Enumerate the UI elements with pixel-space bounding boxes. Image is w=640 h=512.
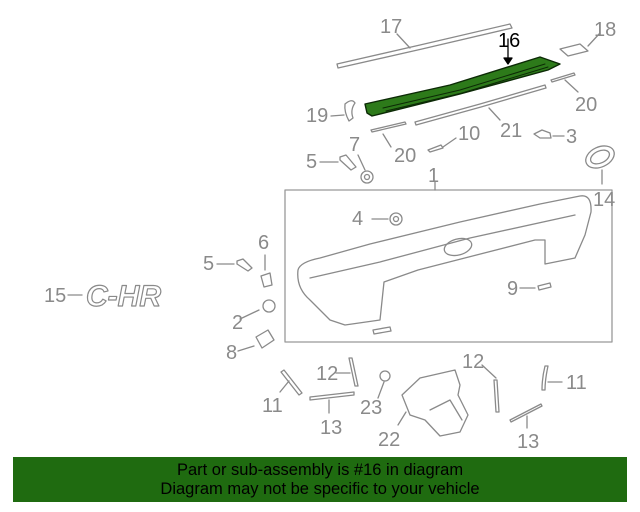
part-11-strip-left[interactable] (279, 369, 303, 396)
part-2-fastener[interactable] (239, 299, 276, 320)
part-7-nut[interactable] (357, 154, 374, 184)
part-15-chr-badge[interactable]: C-HR (67, 279, 162, 314)
callout-17[interactable]: 17 (380, 16, 403, 38)
part-4-nut[interactable] (371, 212, 403, 226)
part-14-emblem[interactable] (582, 142, 618, 185)
callout-23[interactable]: 23 (360, 397, 383, 419)
parts-diagram-drawing: C-HR (67, 23, 618, 437)
part-18-end-cap[interactable] (559, 32, 601, 57)
part-5-bolt-lower[interactable] (216, 258, 253, 272)
part-12-strip-right[interactable] (481, 364, 500, 413)
callout-6[interactable]: 6 (258, 232, 270, 254)
callout-16-highlighted[interactable]: 16 (498, 30, 521, 52)
callout-13-right[interactable]: 13 (517, 431, 540, 453)
part-6-clip[interactable] (260, 254, 273, 288)
callout-22[interactable]: 22 (378, 429, 401, 451)
svg-text:C-HR: C-HR (86, 280, 161, 313)
callout-3[interactable]: 3 (566, 126, 578, 148)
part-5-bolt-upper[interactable] (319, 154, 357, 171)
callout-19[interactable]: 19 (306, 105, 329, 127)
callout-12-left[interactable]: 12 (316, 363, 339, 385)
part-13-strip-right[interactable] (509, 403, 543, 429)
part-11-strip-right[interactable] (541, 365, 563, 391)
info-banner: Part or sub-assembly is #16 in diagram D… (13, 457, 627, 502)
callout-9[interactable]: 9 (507, 278, 519, 300)
part-19-bracket[interactable] (330, 100, 356, 122)
callout-12-right[interactable]: 12 (462, 351, 485, 373)
callout-4[interactable]: 4 (352, 208, 364, 230)
part-1-garnish-group (284, 180, 613, 343)
callout-20-right[interactable]: 20 (575, 94, 598, 116)
callout-13-left[interactable]: 13 (320, 417, 343, 439)
part-20-strip-right[interactable] (550, 72, 579, 93)
callout-11-left[interactable]: 11 (262, 395, 283, 417)
banner-line-disclaimer: Diagram may not be specific to your vehi… (160, 480, 480, 498)
part-16-spoiler-highlighted[interactable] (364, 38, 561, 117)
callout-20-left[interactable]: 20 (394, 145, 417, 167)
part-8-cap[interactable] (237, 329, 275, 352)
callout-11-right[interactable]: 11 (566, 372, 587, 394)
callout-5-lower[interactable]: 5 (203, 253, 215, 275)
part-22-camera[interactable] (397, 369, 469, 437)
callout-1[interactable]: 1 (428, 165, 440, 187)
part-20-strip-left[interactable] (370, 121, 407, 148)
part-13-strip-left[interactable] (309, 391, 355, 414)
callout-2[interactable]: 2 (232, 312, 244, 334)
callout-10[interactable]: 10 (458, 123, 481, 145)
parts-diagram: C-HR (44, 16, 618, 453)
callout-21[interactable]: 21 (500, 120, 523, 142)
part-3-clip[interactable] (533, 129, 565, 139)
callout-14[interactable]: 14 (593, 189, 616, 211)
callout-5-upper[interactable]: 5 (306, 151, 318, 173)
banner-line-part-number: Part or sub-assembly is #16 in diagram (176, 461, 464, 479)
callout-8[interactable]: 8 (226, 342, 238, 364)
part-23-clip[interactable] (377, 370, 391, 399)
callout-18[interactable]: 18 (594, 19, 617, 41)
part-17-molding[interactable] (336, 23, 513, 69)
part-21-strip[interactable] (414, 84, 547, 126)
part-10-clip[interactable] (427, 137, 457, 153)
callout-7[interactable]: 7 (349, 134, 361, 156)
part-12-strip-left[interactable] (335, 357, 359, 387)
callout-15[interactable]: 15 (44, 285, 67, 307)
